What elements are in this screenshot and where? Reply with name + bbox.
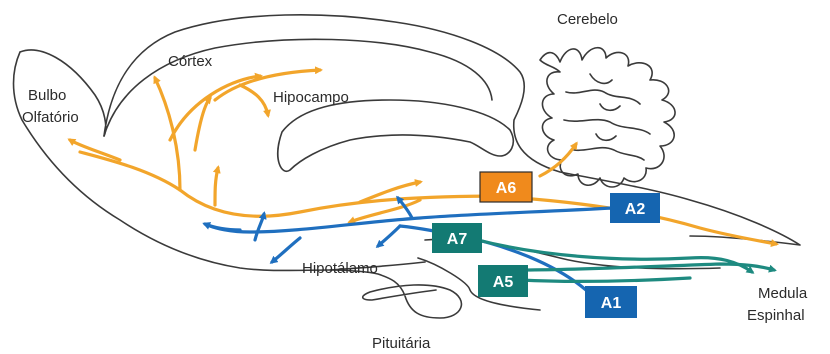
label-medula-line2: Espinhal — [747, 307, 805, 324]
nucleus-a7: A7 — [432, 223, 482, 253]
hippocampus-shape — [278, 100, 513, 171]
label-medula-line1: Medula — [758, 285, 808, 302]
nucleus-a6: A6 — [480, 172, 532, 202]
orange-to-cortex-1 — [155, 78, 180, 190]
nucleus-a2: A2 — [610, 193, 660, 223]
blue-to-anterior — [205, 224, 240, 230]
nucleus-a7-label: A7 — [447, 231, 468, 248]
blue-up-1 — [255, 214, 264, 240]
blue-pathways — [205, 198, 612, 290]
cortex-arc — [104, 39, 492, 136]
teal-a5-link — [520, 278, 690, 281]
blue-down-hypothal — [272, 238, 300, 262]
blue-to-a7-region — [378, 226, 400, 246]
nucleus-a6-label: A6 — [496, 180, 517, 197]
orange-main-trunk — [80, 152, 505, 216]
label-bulbo-line1: Bulbo — [28, 87, 66, 104]
label-hipocampo: Hipocampo — [273, 89, 349, 106]
nucleus-a1-label: A1 — [601, 295, 622, 312]
label-cerebelo: Cerebelo — [557, 11, 618, 28]
label-bulbo-line2: Olfatório — [22, 109, 79, 126]
nucleus-a5: A5 — [478, 265, 528, 297]
label-cortex: Córtex — [168, 53, 213, 70]
label-pituitaria: Pituitária — [372, 335, 431, 352]
nucleus-a2-label: A2 — [625, 201, 646, 218]
cerebellum-shape — [540, 48, 675, 187]
nucleus-a1: A1 — [585, 286, 637, 318]
orange-to-hipocampo — [240, 85, 268, 115]
nucleus-a5-label: A5 — [493, 274, 514, 291]
orange-to-thalamus — [215, 168, 218, 205]
label-hipotalamo: Hipotálamo — [302, 260, 378, 277]
orange-to-cortex-2 — [170, 76, 260, 140]
